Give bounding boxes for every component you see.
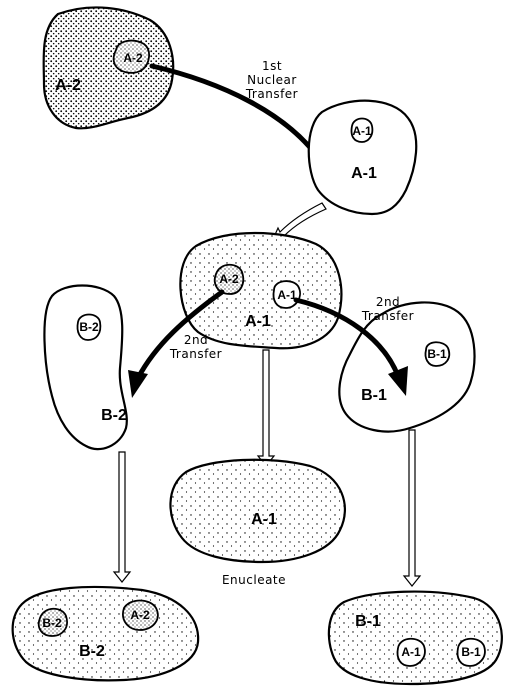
cell-b2-host-label: B-2 — [101, 407, 127, 424]
nucleus-a1-hybrid-label: A-1 — [277, 288, 297, 302]
cell-a1-host: A-1 A-1 — [307, 99, 418, 216]
nucleus-a1-hybrid: A-1 — [272, 280, 301, 309]
cell-a2-donor-label: A-2 — [55, 77, 81, 94]
second-transfer-left-caption-line1: 2nd — [184, 333, 208, 347]
nucleus-a1-final: A-1 — [396, 637, 426, 667]
cell-b1-host-label: B-1 — [361, 387, 387, 404]
first-transfer-arrow — [149, 63, 323, 163]
cell-b2-final: B-2 A-2 B-2 — [11, 585, 200, 682]
hollow-arrow-hybrid-down — [256, 349, 276, 467]
nucleus-a2-final-label: A-2 — [130, 608, 150, 622]
nucleus-b1-final: B-1 — [456, 637, 486, 667]
nucleus-b2-final-label: B-2 — [42, 616, 62, 630]
cell-a1-enucleate-label: A-1 — [251, 511, 277, 528]
second-transfer-right-arrow — [293, 297, 401, 379]
nucleus-a2-final: A-2 — [122, 599, 159, 631]
cell-b2-host: B-2 B-2 — [43, 284, 128, 451]
cell-b1-final-label: B-1 — [355, 613, 381, 630]
second-transfer-left-arrowhead — [128, 370, 148, 398]
nucleus-b2-host: B-2 — [76, 313, 102, 341]
first-transfer-caption-line1: 1st — [262, 59, 282, 73]
second-transfer-right-caption-line1: 2nd — [376, 295, 400, 309]
cell-b2-final-label: B-2 — [79, 643, 105, 660]
nucleus-b1-final-label: B-1 — [461, 645, 481, 659]
first-transfer-caption-line3: Transfer — [245, 87, 298, 101]
nucleus-b2-host-label: B-2 — [79, 320, 99, 334]
nucleus-b1-host-label: B-1 — [427, 347, 447, 361]
hollow-arrow-b2-down — [112, 451, 132, 583]
nucleus-a2-hybrid: A-2 — [213, 263, 245, 295]
first-transfer-caption-line2: Nuclear — [247, 73, 297, 87]
cell-a1-enucleate: A-1 — [169, 458, 346, 564]
cell-b1-final: A-1 B-1 B-1 — [327, 590, 503, 686]
hollow-arrow-b1-down — [402, 429, 422, 587]
nucleus-b2-final: B-2 — [37, 607, 68, 637]
second-transfer-right-caption-line2: Transfer — [361, 309, 414, 323]
nucleus-a1-host-label: A-1 — [352, 124, 372, 138]
nucleus-a2-donor: A-2 — [112, 39, 150, 74]
nucleus-a1-host: A-1 — [350, 117, 374, 143]
second-transfer-left-arrow — [135, 289, 225, 381]
enucleate-caption: Enucleate — [222, 573, 286, 587]
cell-a2-donor: A-2 A-2 — [42, 6, 175, 130]
second-transfer-right-arrowhead — [388, 366, 408, 396]
cell-a1-hybrid: A-2 A-1 A-1 — [179, 231, 343, 350]
cell-a1-host-label: A-1 — [351, 165, 377, 182]
nucleus-a1-final-label: A-1 — [401, 645, 421, 659]
second-transfer-left-caption-line2: Transfer — [169, 347, 222, 361]
nucleus-a2-hybrid-label: A-2 — [219, 272, 239, 286]
nucleus-b1-host: B-1 — [424, 341, 451, 367]
nucleus-a2-donor-label: A-2 — [123, 51, 143, 65]
cell-a1-hybrid-label: A-1 — [245, 313, 271, 330]
